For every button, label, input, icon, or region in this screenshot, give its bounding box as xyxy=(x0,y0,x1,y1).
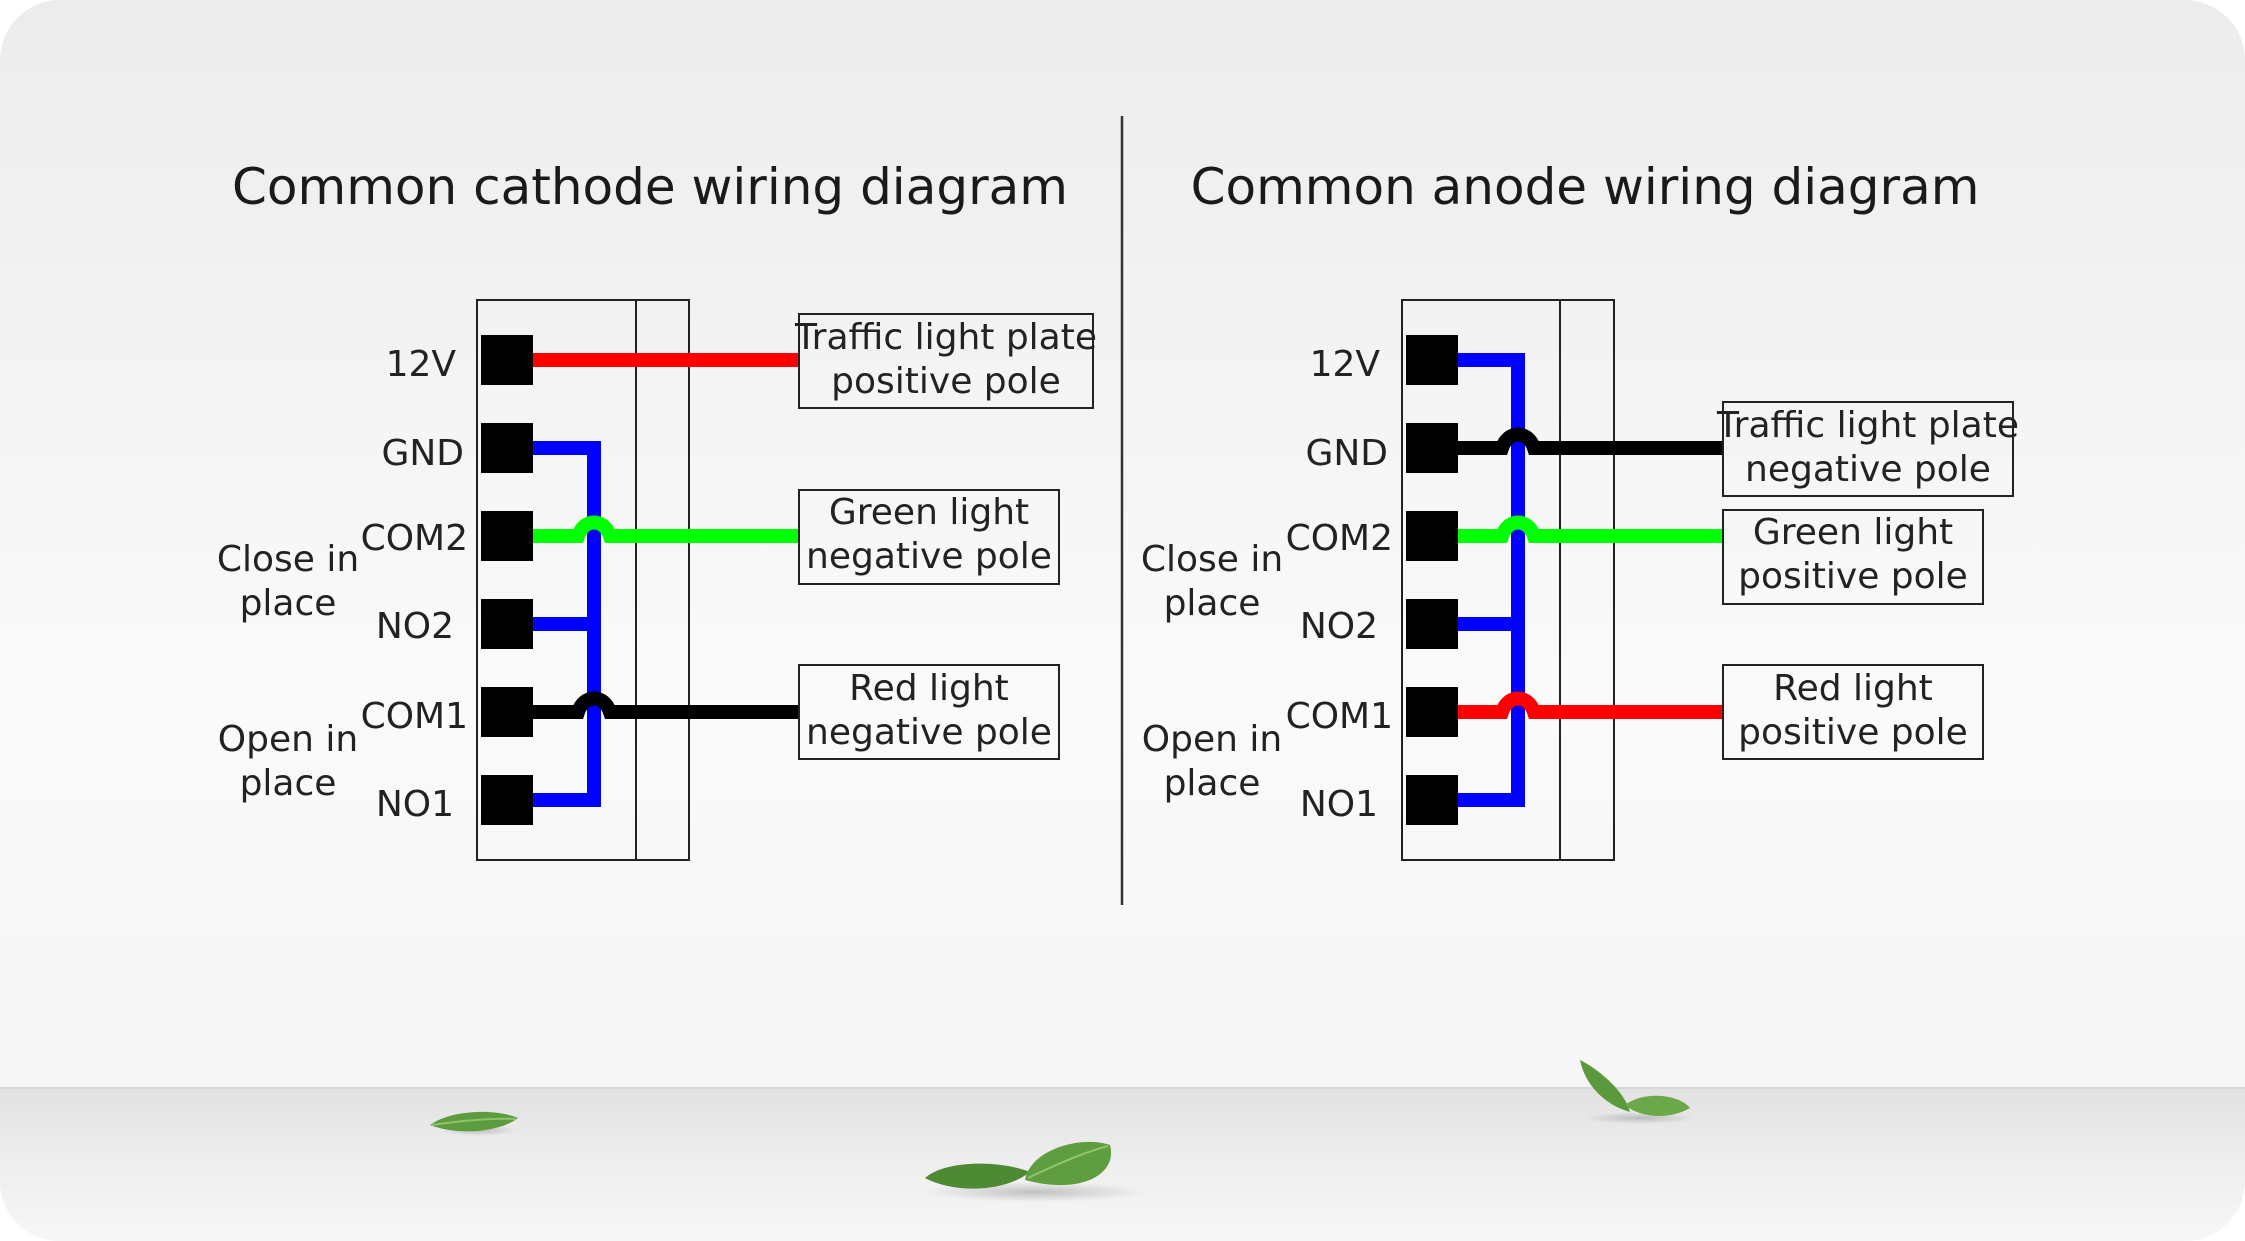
box-green-light-negative: Green light negative pole xyxy=(798,489,1060,585)
label-no1: NO1 xyxy=(1300,784,1378,825)
box-line1: Traffic light plate xyxy=(1716,405,2019,446)
box-line1: Green light xyxy=(1753,512,1953,553)
box-line2: positive pole xyxy=(1738,556,1968,597)
label-com2: COM2 xyxy=(361,518,468,559)
label-com1: COM1 xyxy=(361,696,468,737)
label-com2: COM2 xyxy=(1286,518,1393,559)
wire-green xyxy=(530,515,800,543)
group-close-line1: Close in xyxy=(1141,539,1283,580)
terminal-com2 xyxy=(481,511,533,561)
box-line2: positive pole xyxy=(831,361,1061,402)
diagram-title: Common anode wiring diagram xyxy=(1191,158,1980,216)
box-line1: Traffic light plate xyxy=(794,317,1097,358)
leaf-right-icon xyxy=(1580,1060,1695,1124)
box-traffic-light-positive: Traffic light plate positive pole xyxy=(794,313,1097,409)
label-12v: 12V xyxy=(1310,344,1381,385)
group-open-line1: Open in xyxy=(218,719,358,760)
box-line2: positive pole xyxy=(1738,712,1968,753)
terminal-gnd xyxy=(1406,423,1458,473)
group-open-line2: place xyxy=(240,763,337,804)
label-gnd: GND xyxy=(1305,433,1388,474)
terminal-12v xyxy=(481,335,533,385)
wire-black xyxy=(1455,427,1724,455)
box-traffic-light-negative: Traffic light plate negative pole xyxy=(1716,401,2019,497)
terminal-com2 xyxy=(1406,511,1458,561)
box-line1: Red light xyxy=(1773,668,1933,709)
label-gnd: GND xyxy=(381,433,464,474)
terminal-block xyxy=(476,299,690,861)
label-no1: NO1 xyxy=(376,784,454,825)
wire-red xyxy=(1455,691,1724,719)
box-line1: Red light xyxy=(849,668,1009,709)
leaf-center-icon xyxy=(925,1141,1145,1202)
terminal-no2 xyxy=(1406,599,1458,649)
box-red-light-positive: Red light positive pole xyxy=(1722,664,1984,760)
box-line2: negative pole xyxy=(1745,449,1991,490)
box-line2: negative pole xyxy=(806,536,1052,577)
box-red-light-negative: Red light negative pole xyxy=(798,664,1060,760)
leaf-left-icon xyxy=(430,1111,518,1136)
terminal-block xyxy=(1401,299,1615,861)
group-close-line1: Close in xyxy=(217,539,359,580)
group-close-line2: place xyxy=(240,583,337,624)
label-no2: NO2 xyxy=(1300,606,1378,647)
terminal-12v xyxy=(1406,335,1458,385)
box-green-light-positive: Green light positive pole xyxy=(1722,509,1984,605)
terminal-no2 xyxy=(481,599,533,649)
floor-surface xyxy=(0,1088,2245,1241)
group-open-line1: Open in xyxy=(1142,719,1282,760)
diagram-title: Common cathode wiring diagram xyxy=(232,158,1068,216)
label-no2: NO2 xyxy=(376,606,454,647)
label-12v: 12V xyxy=(386,344,457,385)
label-com1: COM1 xyxy=(1286,696,1393,737)
terminal-no1 xyxy=(1406,775,1458,825)
wire-blue-common xyxy=(1455,353,1525,807)
terminal-gnd xyxy=(481,423,533,473)
box-line1: Green light xyxy=(829,492,1029,533)
terminal-com1 xyxy=(481,687,533,737)
wire-green xyxy=(1455,515,1724,543)
wire-black xyxy=(530,691,800,719)
wire-blue-common xyxy=(530,441,601,807)
group-close-line2: place xyxy=(1164,583,1261,624)
terminal-com1 xyxy=(1406,687,1458,737)
box-line2: negative pole xyxy=(806,712,1052,753)
terminal-no1 xyxy=(481,775,533,825)
group-open-line2: place xyxy=(1164,763,1261,804)
common-anode-diagram: Common anode wiring diagram 12V GND COM2… xyxy=(1141,158,2019,861)
common-cathode-diagram: Common cathode wiring diagram 12V GND xyxy=(217,158,1097,861)
